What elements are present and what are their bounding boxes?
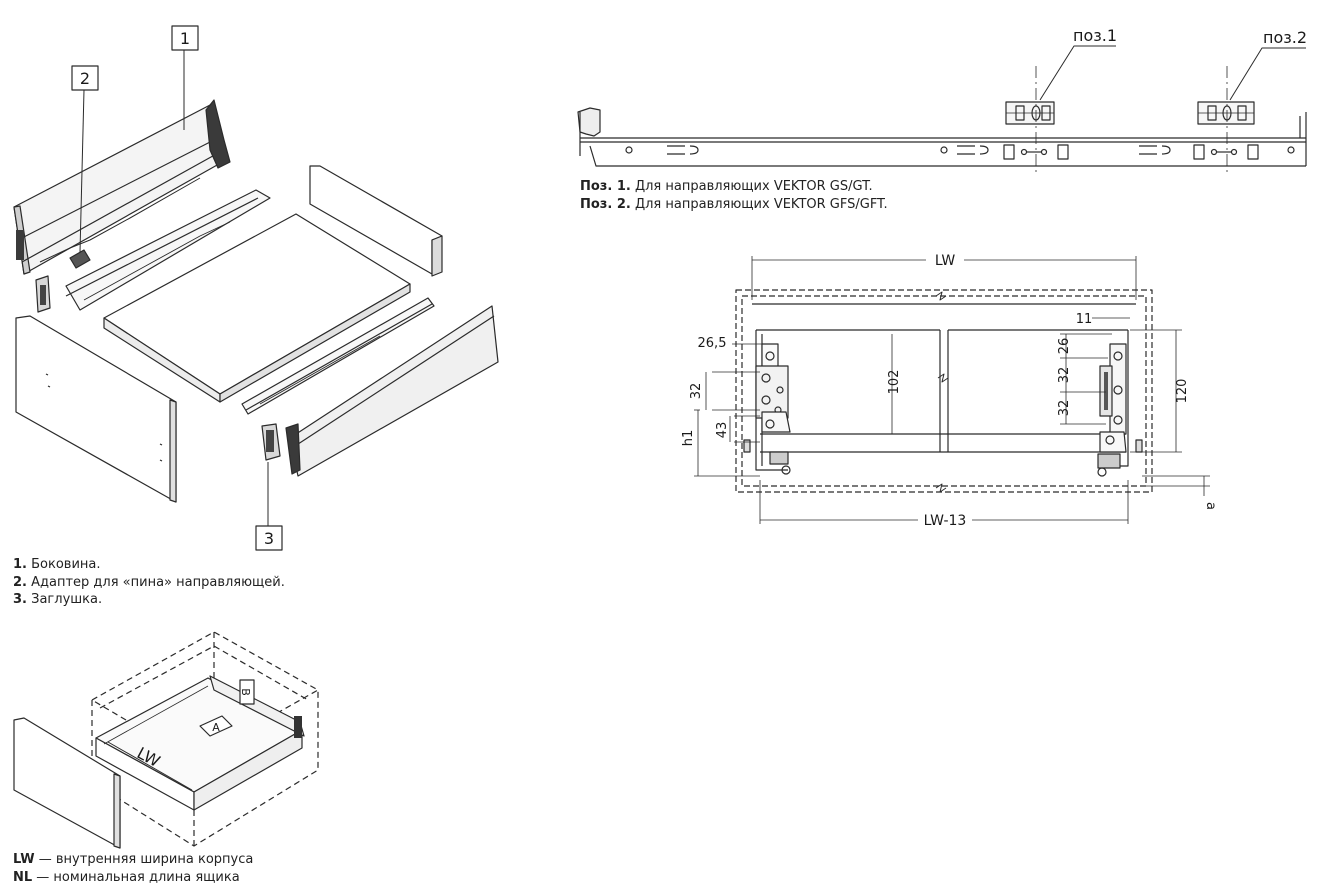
iso-label-a: A xyxy=(212,721,220,734)
left-side-panel xyxy=(13,99,231,275)
back-panel xyxy=(309,165,443,277)
rail-note-1: Поз. 1. Для направляющих VEKTOR GS/GT. xyxy=(580,179,873,194)
cross-section xyxy=(694,256,1210,524)
glossary: LW — внутренняя ширина корпуса NL — номи… xyxy=(13,851,253,886)
exploded-drawer-view xyxy=(13,25,499,551)
dim-120: 120 xyxy=(1175,379,1190,404)
rail-note-2: Поз. 2. Для направляющих VEKTOR GFS/GFT. xyxy=(580,196,888,212)
right-side-panel xyxy=(285,305,499,477)
iso-label-b: B xyxy=(239,688,252,696)
callout-box-3 xyxy=(255,525,283,551)
rail-pos2-label: поз.2 xyxy=(1263,28,1307,47)
adapter-pos1 xyxy=(1005,101,1055,125)
callout-2-label: 2 xyxy=(80,69,90,88)
legend-item-1: 1. Боковина. xyxy=(13,557,101,572)
pin-adapter xyxy=(69,249,91,269)
right-end-cap xyxy=(261,423,281,461)
adapter-pos2 xyxy=(1197,101,1255,125)
dim-32-left: 32 xyxy=(689,383,704,400)
front-panel xyxy=(15,315,177,503)
rail-profile xyxy=(577,45,1307,174)
left-bracket xyxy=(743,343,791,475)
dim-43: 43 xyxy=(715,422,730,439)
legend-item-2: 2. Адаптер для «пина» направляющей. xyxy=(13,574,285,590)
dim-11: 11 xyxy=(1076,312,1093,327)
rail-pos1-label: поз.1 xyxy=(1073,26,1117,45)
dim-lw-13: LW-13 xyxy=(924,513,967,529)
dim-102: 102 xyxy=(887,370,902,395)
callout-box-2 xyxy=(71,65,99,91)
legend-item-3: 3. Заглушка. xyxy=(13,592,103,607)
dim-32-right-b: 32 xyxy=(1057,400,1072,417)
drawer-bottom xyxy=(103,213,411,403)
dim-a: a xyxy=(1203,502,1218,510)
dim-26-5: 26,5 xyxy=(698,336,727,351)
glossary-lw: LW — внутренняя ширина корпуса xyxy=(13,852,254,867)
left-end-cap xyxy=(35,275,51,313)
dim-26: 26 xyxy=(1057,338,1072,355)
dim-lw: LW xyxy=(935,253,956,269)
callout-3-label: 3 xyxy=(264,529,274,548)
glossary-nl: NL — номинальная длина ящика xyxy=(13,869,240,885)
left-rail xyxy=(65,189,271,311)
isometric-cabinet-view xyxy=(13,631,319,849)
callout-box-1 xyxy=(171,25,199,51)
parts-legend: 1. Боковина. 2. Адаптер для «пина» напра… xyxy=(13,556,285,609)
callout-1-label: 1 xyxy=(180,29,190,48)
dim-h1: h1 xyxy=(681,430,696,447)
right-bracket xyxy=(1097,343,1143,477)
right-rail xyxy=(241,297,435,415)
rail-notes: Поз. 1. Для направляющих VEKTOR GS/GT. П… xyxy=(580,178,888,213)
dim-32-right-a: 32 xyxy=(1057,367,1072,384)
